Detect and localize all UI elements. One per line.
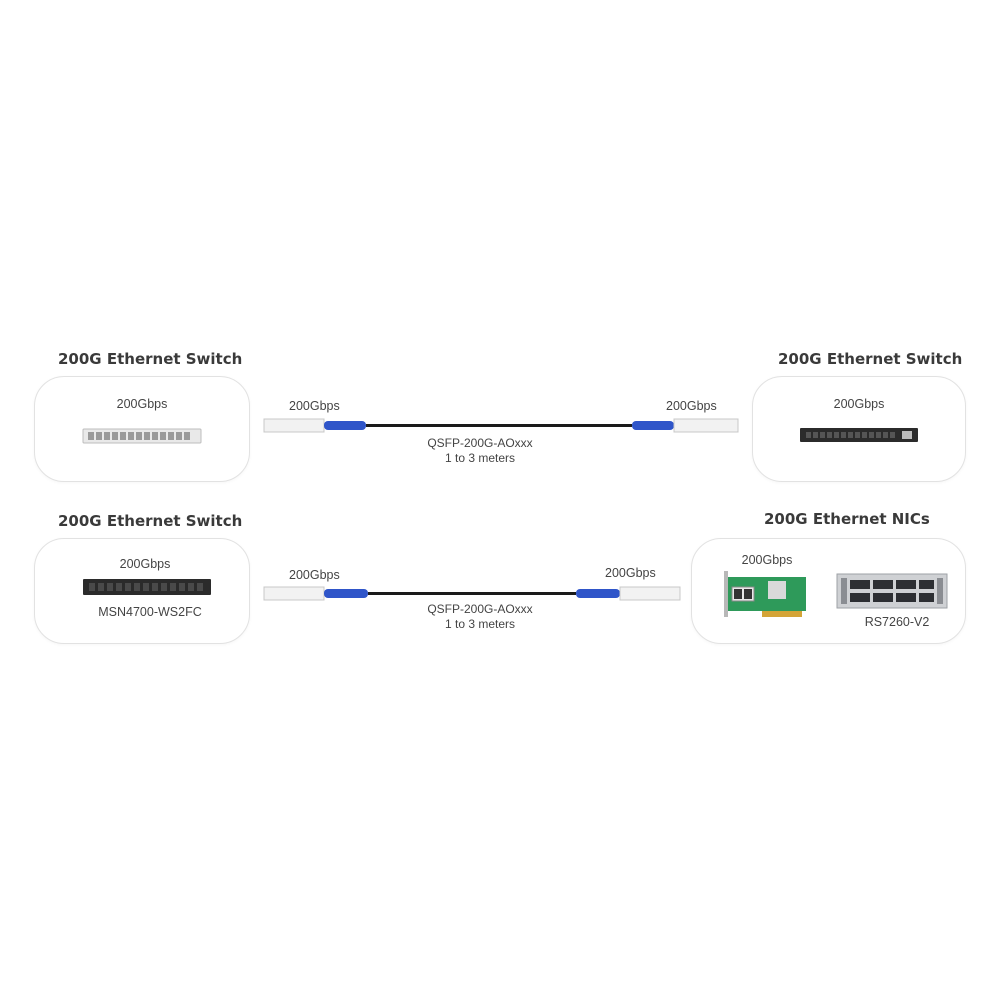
qsfp-module-right [619, 586, 681, 601]
row1-cable-left-speed: 200Gbps [289, 399, 340, 413]
row2-cable-caption: QSFP-200G-AOxxx 1 to 3 meters [427, 602, 532, 632]
row2-cable-model: QSFP-200G-AOxxx [427, 602, 533, 616]
row2-right-speed: 200Gbps [741, 553, 793, 567]
row2-left-model: MSN4700-WS2FC [98, 605, 202, 619]
pull-boot-right [576, 589, 620, 598]
row1-left-panel: 200Gbps [34, 376, 250, 482]
row2-cable-right-speed: 200Gbps [605, 566, 656, 580]
row1-cable-caption: QSFP-200G-AOxxx 1 to 3 meters [427, 436, 532, 466]
row2-right-title: 200G Ethernet NICs [764, 510, 930, 528]
row2-right-panel: 200Gbps RS7260-V2 [691, 538, 966, 644]
row2-left-panel: 200Gbps MSN4700-WS2FC [34, 538, 250, 644]
pull-boot-right [632, 421, 674, 430]
row1-cable-right-speed: 200Gbps [666, 399, 717, 413]
white-switch-icon [82, 428, 202, 444]
dark-switch-icon [800, 428, 918, 442]
row2-cable-length: 1 to 3 meters [444, 617, 516, 631]
row2-left-speed: 200Gbps [119, 557, 171, 571]
qsfp-module-left [263, 586, 325, 601]
row1-left-title: 200G Ethernet Switch [58, 350, 243, 368]
row1-right-title: 200G Ethernet Switch [778, 350, 963, 368]
row1-right-speed: 200Gbps [833, 397, 885, 411]
msn4700-switch-icon [83, 579, 211, 595]
row1-left-speed: 200Gbps [116, 397, 168, 411]
row1-right-panel: 200Gbps [752, 376, 966, 482]
pull-boot-left [324, 421, 366, 430]
pull-boot-left [324, 589, 368, 598]
row1-cable-length: 1 to 3 meters [444, 451, 516, 465]
qsfp-module-right [673, 418, 739, 433]
server-icon [836, 573, 948, 609]
row1-cable-model: QSFP-200G-AOxxx [427, 436, 533, 450]
row2-left-title: 200G Ethernet Switch [58, 512, 243, 530]
row2-cable-left-speed: 200Gbps [289, 568, 340, 582]
nic-card-icon [724, 571, 806, 617]
row2-server-model: RS7260-V2 [864, 615, 930, 629]
